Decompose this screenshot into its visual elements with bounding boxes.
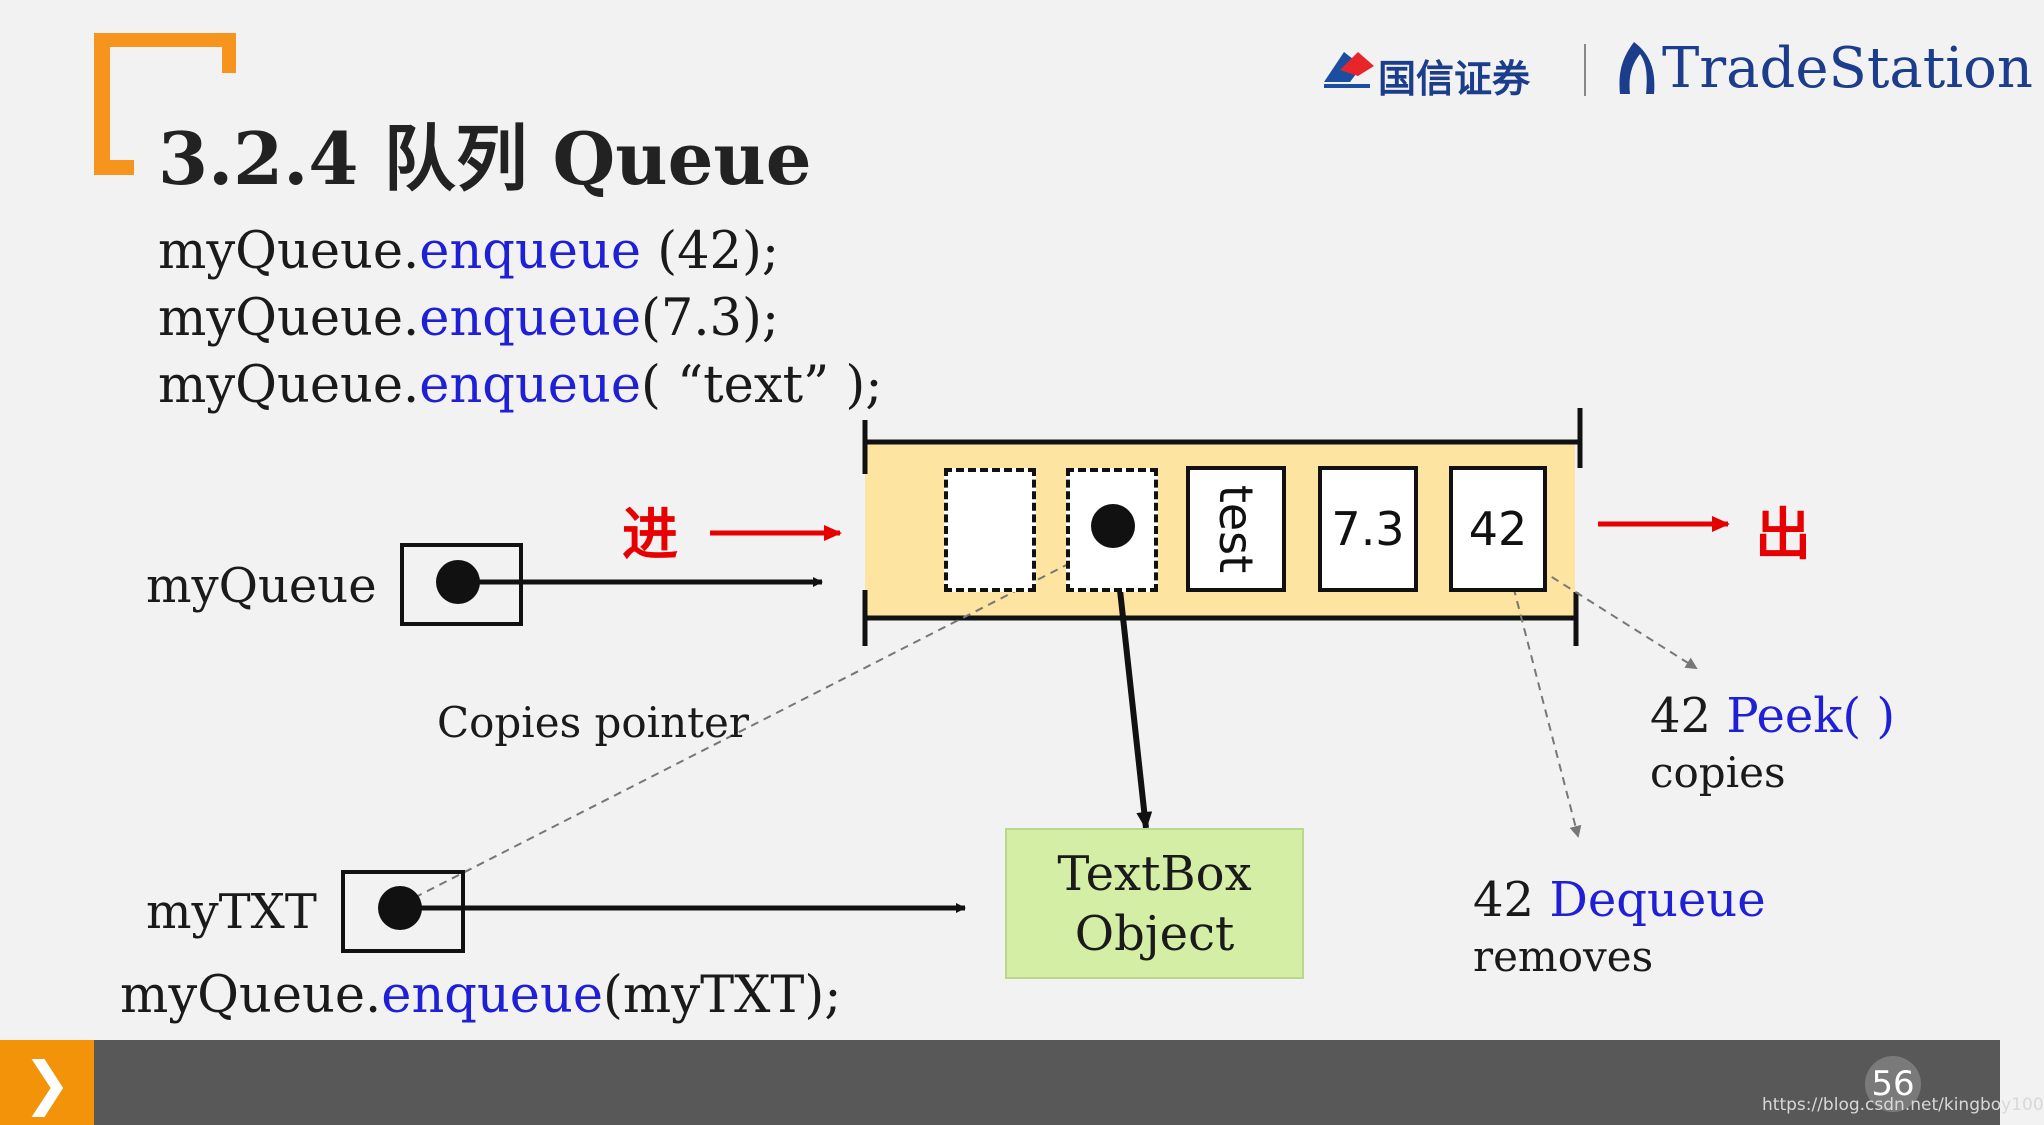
- enqueue-label: 进: [622, 502, 678, 568]
- cell-pointer-dot: [1091, 504, 1135, 548]
- dequeue-value: 42: [1473, 872, 1535, 928]
- tradestation-logo-text: TradeStation: [1662, 36, 2033, 101]
- peek-connector: [1527, 561, 1698, 670]
- guosen-logo-text: 国信证券: [1378, 57, 1531, 101]
- myqueue-pointer-dot: [436, 560, 480, 604]
- queue-cell-test: test: [1186, 466, 1286, 592]
- dequeue-connector: [1509, 573, 1582, 838]
- code-args: ( “text” );: [641, 356, 883, 415]
- peek-value: 42: [1650, 688, 1712, 744]
- footer-bar: [0, 1040, 2000, 1125]
- queue-cell-pointer: [1066, 468, 1158, 592]
- myqueue-label: myQueue: [146, 558, 377, 614]
- myqueue-pointer-box: [400, 543, 523, 626]
- peek-method: Peek( ): [1726, 688, 1896, 744]
- code-args: (7.3);: [641, 289, 780, 348]
- page-number: 56: [1865, 1056, 1921, 1112]
- copies-pointer-connector: [401, 553, 1090, 905]
- code-method: enqueue: [419, 356, 641, 415]
- dequeue-label: 出: [1755, 502, 1811, 568]
- queue-cell-7-3: 7.3: [1318, 466, 1418, 592]
- tradestation-logo-icon: [1619, 42, 1655, 94]
- queue-cell-42: 42: [1449, 466, 1547, 592]
- guosen-logo-icon: [1324, 52, 1374, 88]
- page-title: 3.2.4 队列 Queue: [158, 116, 812, 201]
- mytxt-pointer-dot: [378, 886, 422, 930]
- peek-note: copies: [1650, 748, 1786, 797]
- mytxt-pointer-box: [341, 870, 465, 953]
- textbox-object-line1: TextBox: [1057, 845, 1252, 902]
- dequeue-annotation: 42 Dequeue: [1473, 872, 1766, 928]
- code-line-3: myQueue.enqueue( “text” );: [158, 356, 882, 415]
- dequeue-method: Dequeue: [1549, 872, 1766, 928]
- peek-annotation: 42 Peek( ): [1650, 688, 1895, 744]
- code-object: myQueue.: [158, 356, 420, 415]
- next-slide-chevron-icon[interactable]: ❯: [0, 1040, 94, 1125]
- logo-divider: [1584, 44, 1586, 96]
- copies-pointer-label: Copies pointer: [437, 698, 749, 747]
- code-args: (42);: [641, 222, 780, 281]
- code-object: myQueue.: [158, 289, 420, 348]
- mytxt-label: myTXT: [146, 884, 317, 940]
- watermark-url: https://blog.csdn.net/kingboy100: [1762, 1095, 2044, 1115]
- code-object: myQueue.: [120, 966, 382, 1025]
- code-method: enqueue: [419, 222, 641, 281]
- dequeue-note: removes: [1473, 932, 1654, 981]
- code-line-2: myQueue.enqueue(7.3);: [158, 289, 779, 348]
- textbox-object-line2: Object: [1074, 905, 1235, 962]
- textbox-object: TextBox Object: [1005, 828, 1304, 979]
- code-line-final: myQueue.enqueue(myTXT);: [120, 966, 842, 1025]
- code-method: enqueue: [419, 289, 641, 348]
- title-accent-bracket: [94, 33, 236, 175]
- code-method: enqueue: [381, 966, 603, 1025]
- code-line-1: myQueue.enqueue (42);: [158, 222, 779, 281]
- code-args: (myTXT);: [603, 966, 842, 1025]
- code-object: myQueue.: [158, 222, 420, 281]
- queue-cell-empty: [944, 468, 1036, 592]
